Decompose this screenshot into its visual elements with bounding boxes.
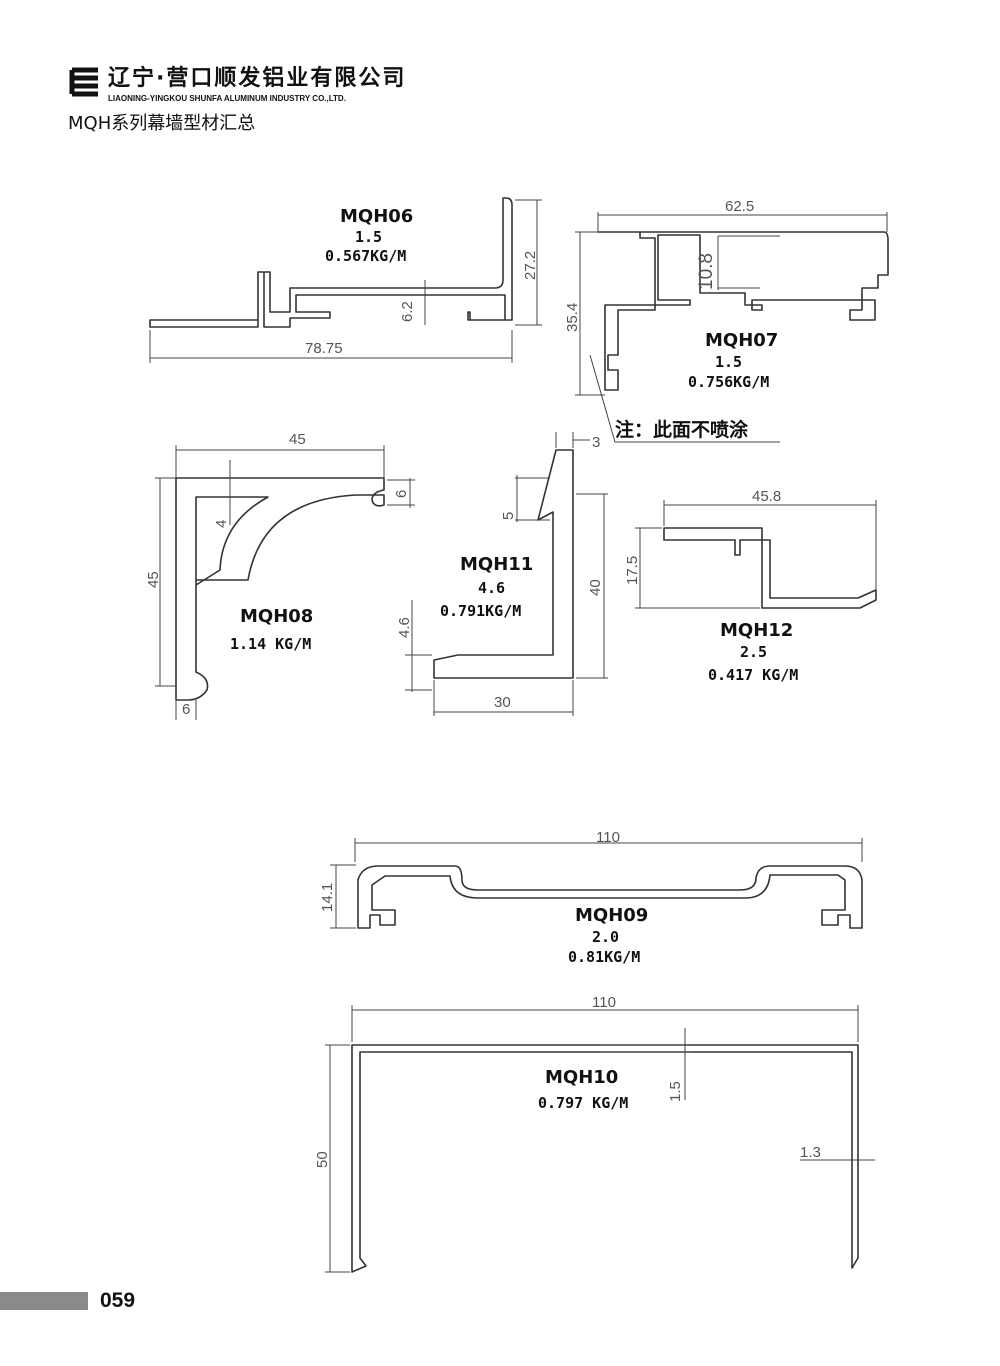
dim-height: 50 [314,1151,331,1168]
profile-mqh08: 45 45 4 6 6 MQH08 1.14 KG/M [145,431,415,720]
dim-width: 78.75 [305,340,343,357]
dim-width: 62.5 [725,198,754,215]
profile-name: MQH06 [340,206,413,227]
dim-height: 40 [587,579,604,596]
dim-width: 110 [592,994,616,1011]
page-number: 059 [100,1289,136,1312]
dim-width: 45 [289,431,306,448]
profile-weight: 0.567KG/M [325,247,406,265]
company-name-cn: 辽宁·营口顺发铝业有限公司 [108,66,407,91]
profile-thickness: 4.6 [478,579,505,597]
dim-height: 27.2 [522,251,539,280]
dim-height: 17.5 [624,556,641,585]
profile-name: MQH11 [460,554,533,575]
profile-mqh11: 5 40 4.6 30 MQH11 4.6 0.791KG/M [396,432,608,716]
page-number-bar [0,1292,88,1310]
profile-mqh10: 110 50 1.5 1.3 MQH10 0.797 KG/M [314,994,875,1273]
dim-width: 110 [596,829,620,846]
profile-thickness: 2.5 [740,643,767,661]
profile-weight: 0.791KG/M [440,602,521,620]
profile-weight: 0.417 KG/M [708,666,798,684]
profile-name: MQH10 [545,1067,618,1088]
profile-mqh09: 110 14.1 MQH09 2.0 0.81KG/M [319,829,863,966]
company-logo [69,67,98,97]
dim-width: 30 [494,694,511,711]
dim-cavity: 10.8 [696,253,717,290]
profile-name: MQH09 [575,905,648,926]
profile-thickness: 1.5 [355,228,382,246]
profile-weight: 0.756KG/M [688,373,769,391]
dim-wall-thickness: 1.3 [800,1144,821,1161]
dim-top-thickness: 1.5 [667,1081,684,1102]
profile-name: MQH08 [240,606,313,627]
dim-height: 35.4 [564,303,581,332]
profile-name: MQH07 [705,330,778,351]
dim-height: 45 [145,571,162,588]
dim-step: 5 [500,512,517,520]
profile-weight: 0.797 KG/M [538,1094,628,1112]
dim-flange: 4 [213,520,230,528]
dim-foot: 6 [182,701,190,718]
profile-thickness: 2.0 [592,928,619,946]
profile-mqh06: 78.75 27.2 6.2 MQH06 1.5 0.567KG/M [149,197,542,363]
profile-weight: 0.81KG/M [568,948,640,966]
dim-height: 14.1 [319,883,336,912]
dim-gap: 6.2 [399,301,416,322]
company-name-en: LIAONING-YINGKOU SHUNFA ALUMINUM INDUSTR… [108,94,346,103]
profile-weight: 1.14 KG/M [230,635,311,653]
profile-mqh12: 45.8 17.5 MQH12 2.5 0.417 KG/M [624,488,877,684]
dim-lip: 3 [592,434,600,451]
profile-thickness: 1.5 [715,353,742,371]
profile-mqh07: 62.5 35.4 10.8 3 MQH07 1.5 0.756KG/M 注：此… [564,198,889,451]
dim-lip: 6 [393,490,410,498]
profile-name: MQH12 [720,620,793,641]
dim-foot: 4.6 [396,617,413,638]
coating-note: 注：此面不喷涂 [615,418,748,441]
dim-width: 45.8 [752,488,781,505]
page-subtitle: MQH系列幕墙型材汇总 [68,113,256,134]
